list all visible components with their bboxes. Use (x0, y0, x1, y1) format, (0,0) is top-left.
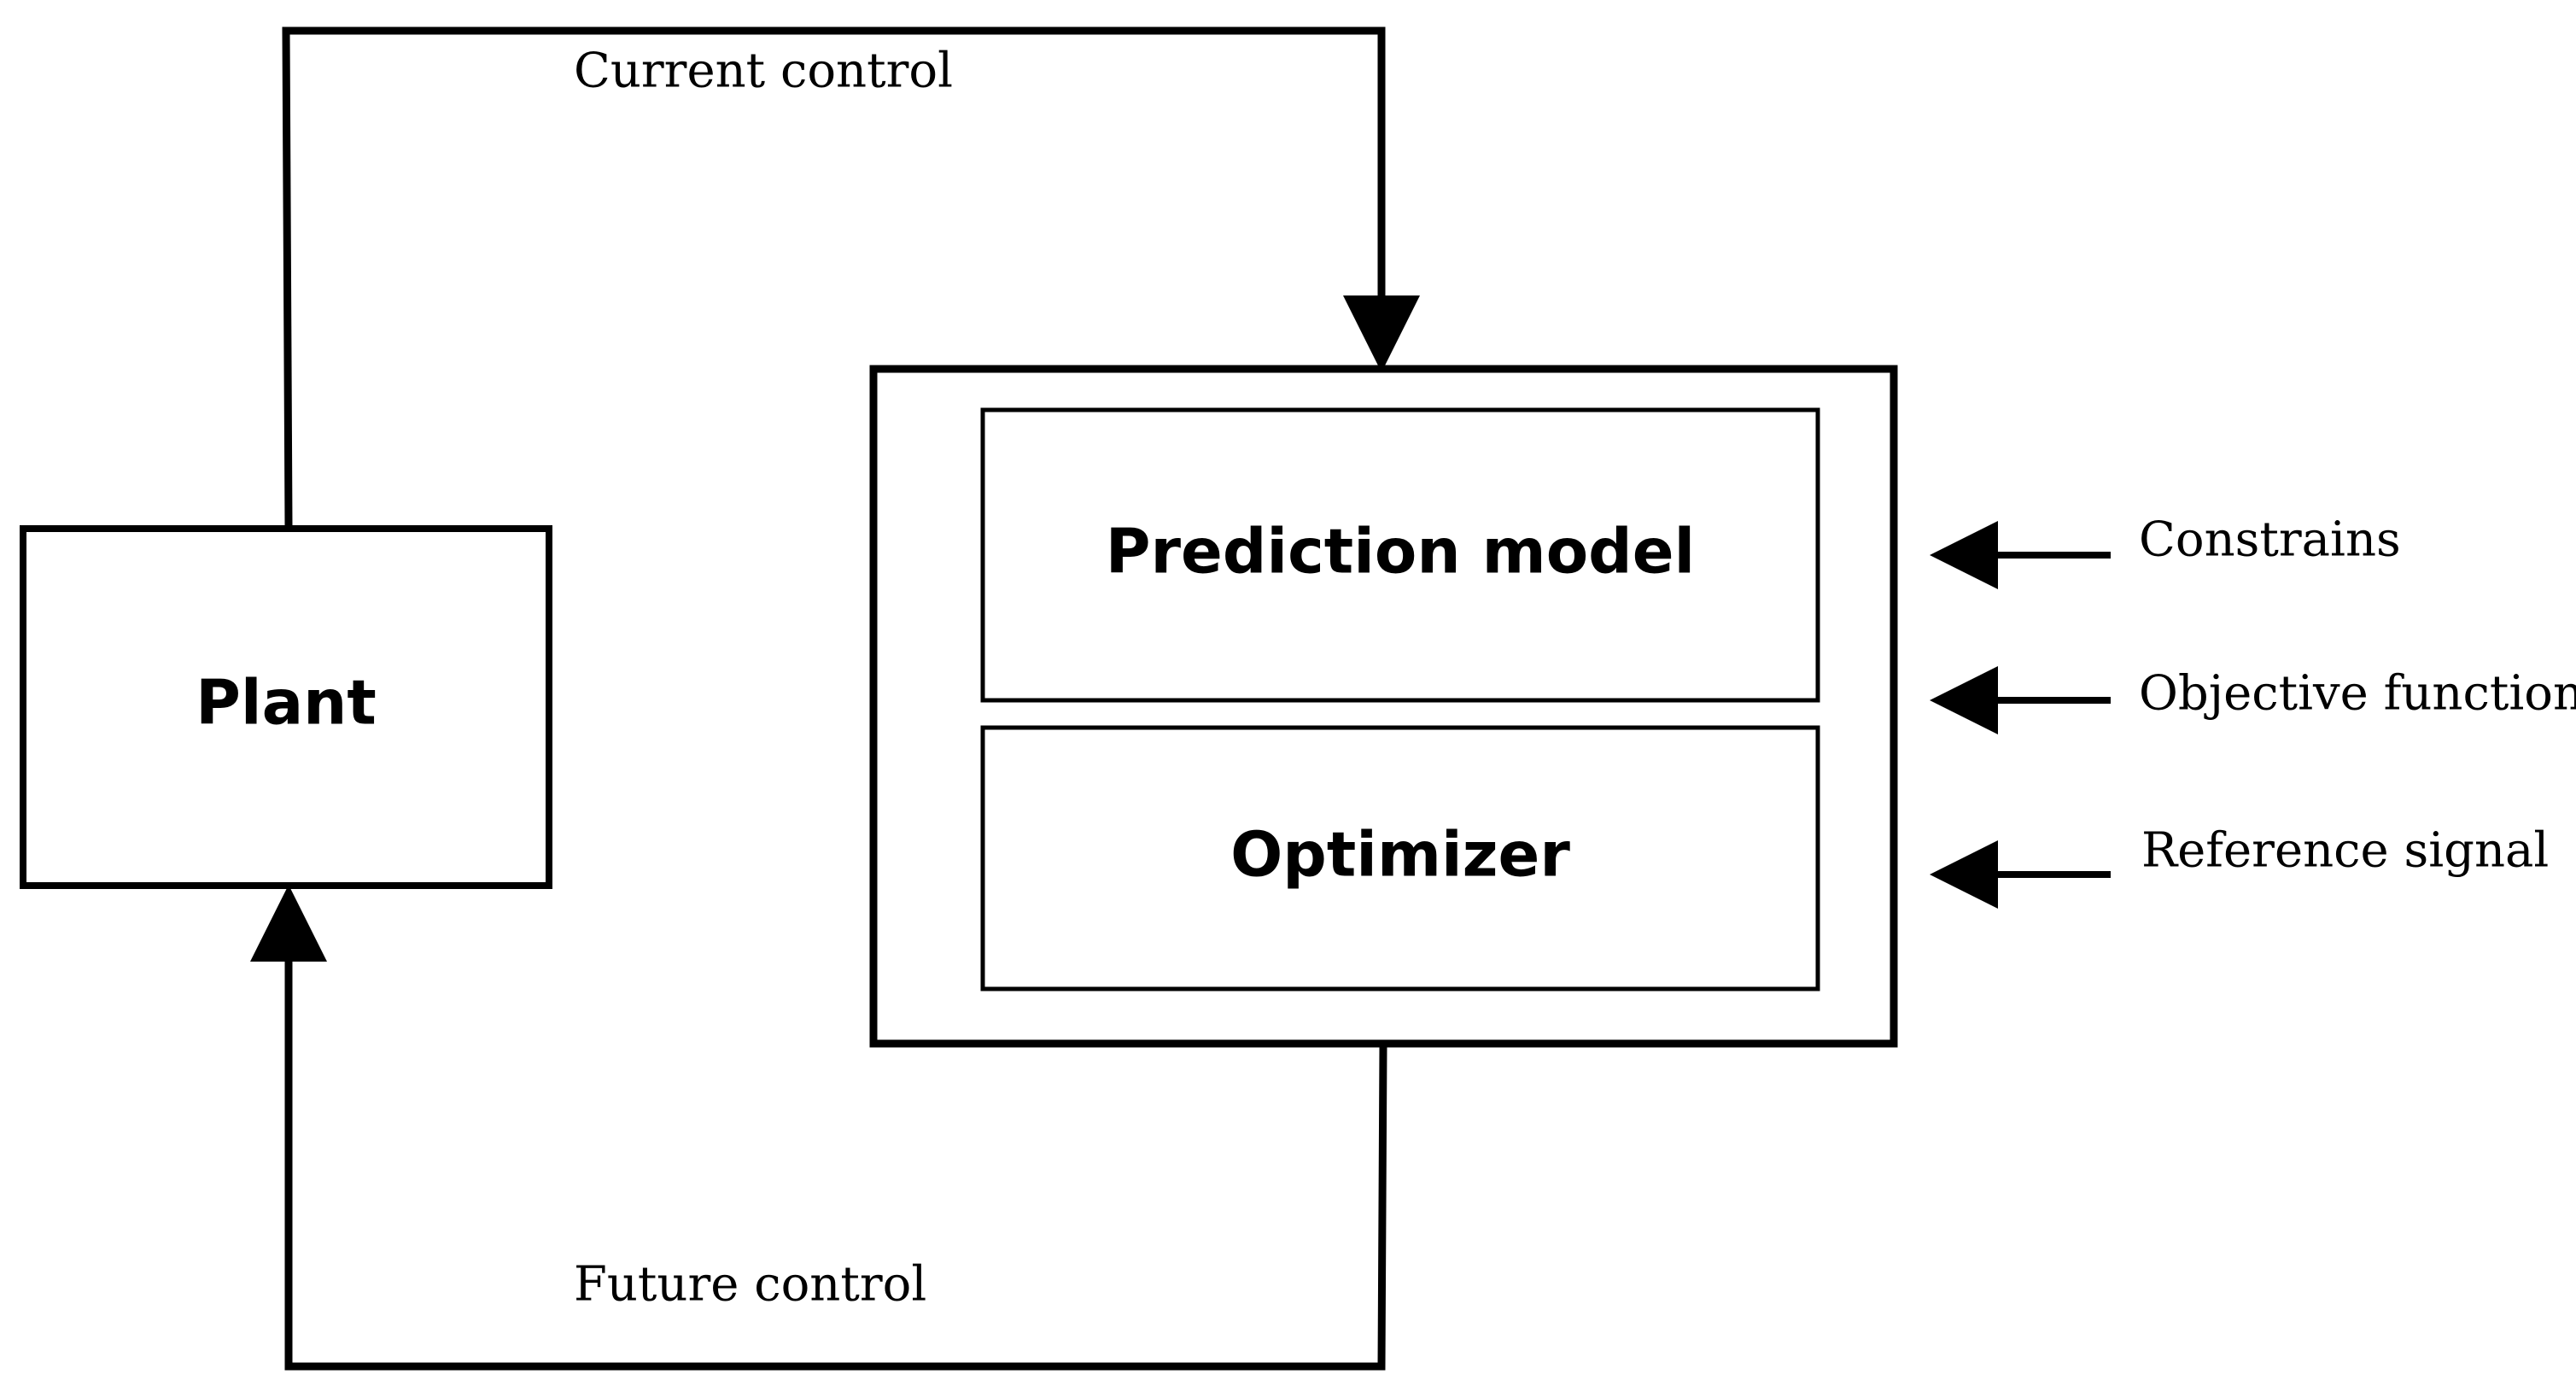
reference-signal-label: Reference signal (2141, 823, 2549, 879)
current-control-label: Current control (574, 44, 953, 99)
plant-label: Plant (196, 667, 377, 739)
prediction-model-block (980, 407, 1820, 703)
objective-function-label: Objective function (2139, 666, 2576, 722)
current-control-path (282, 26, 1420, 526)
future-control-label: Future control (574, 1257, 926, 1313)
future-control-path (250, 885, 1387, 1371)
prediction-model-label: Prediction model (1106, 516, 1695, 588)
optimizer-block (980, 725, 1820, 991)
optimizer-label: Optimizer (1230, 819, 1570, 891)
controller-block (869, 365, 1898, 1048)
constraints-label: Constrains (2139, 512, 2401, 568)
